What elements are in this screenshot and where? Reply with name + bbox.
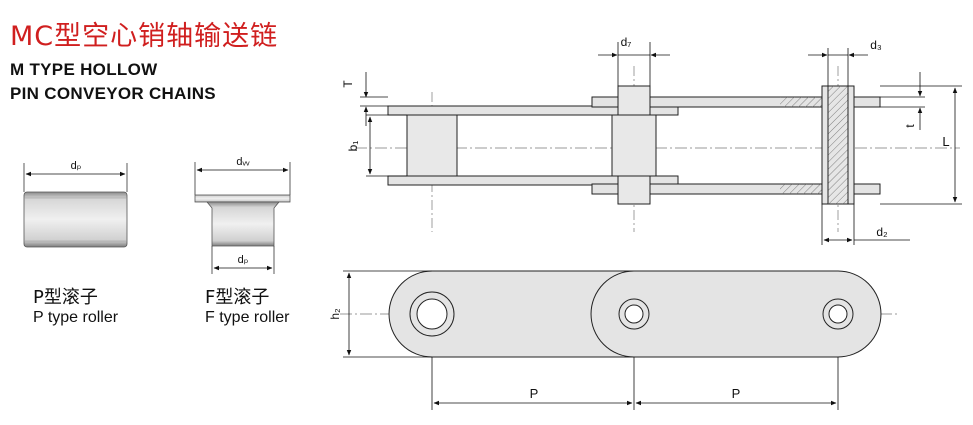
dim-d3: d₃ xyxy=(870,38,882,52)
chain-side-view xyxy=(340,270,900,358)
top-view-dimensions xyxy=(360,42,962,245)
side-view-dim-labels: h₂ P P xyxy=(328,308,740,401)
dim-T: T xyxy=(341,80,355,88)
p-roller-label-cn: P型滚子 xyxy=(33,287,98,308)
f-type-roller: dᵥᵥ dₚ xyxy=(194,156,291,274)
dim-d7: d₇ xyxy=(621,35,632,49)
side-view-dimensions xyxy=(343,270,839,410)
dim-P-1: P xyxy=(530,386,539,401)
f-roller-label-cn: F型滚子 xyxy=(205,287,270,308)
dim-t: t xyxy=(903,124,917,128)
p-type-roller: dₚ xyxy=(23,160,128,248)
top-view-dim-labels: T b₁ d₇ d₃ L t d₂ xyxy=(341,35,950,239)
dim-L: L xyxy=(942,134,949,149)
title-english-line2: PIN CONVEYOR CHAINS xyxy=(10,84,216,103)
f-roller-label-en: F type roller xyxy=(205,309,290,326)
title-chinese: MC型空心销轴输送链 xyxy=(10,21,279,52)
chain-top-view xyxy=(355,66,960,232)
dim-P-2: P xyxy=(732,386,741,401)
title-english-line1: M TYPE HOLLOW xyxy=(10,60,158,79)
dim-dp-p: dₚ xyxy=(71,160,82,172)
p-roller-label-en: P type roller xyxy=(33,309,119,326)
dim-dp-f: dₚ xyxy=(238,254,249,266)
dim-h2: h₂ xyxy=(328,308,342,320)
dim-d2: d₂ xyxy=(876,225,888,239)
dim-b1: b₁ xyxy=(346,141,360,152)
dim-dw: dᵥᵥ xyxy=(236,156,250,168)
